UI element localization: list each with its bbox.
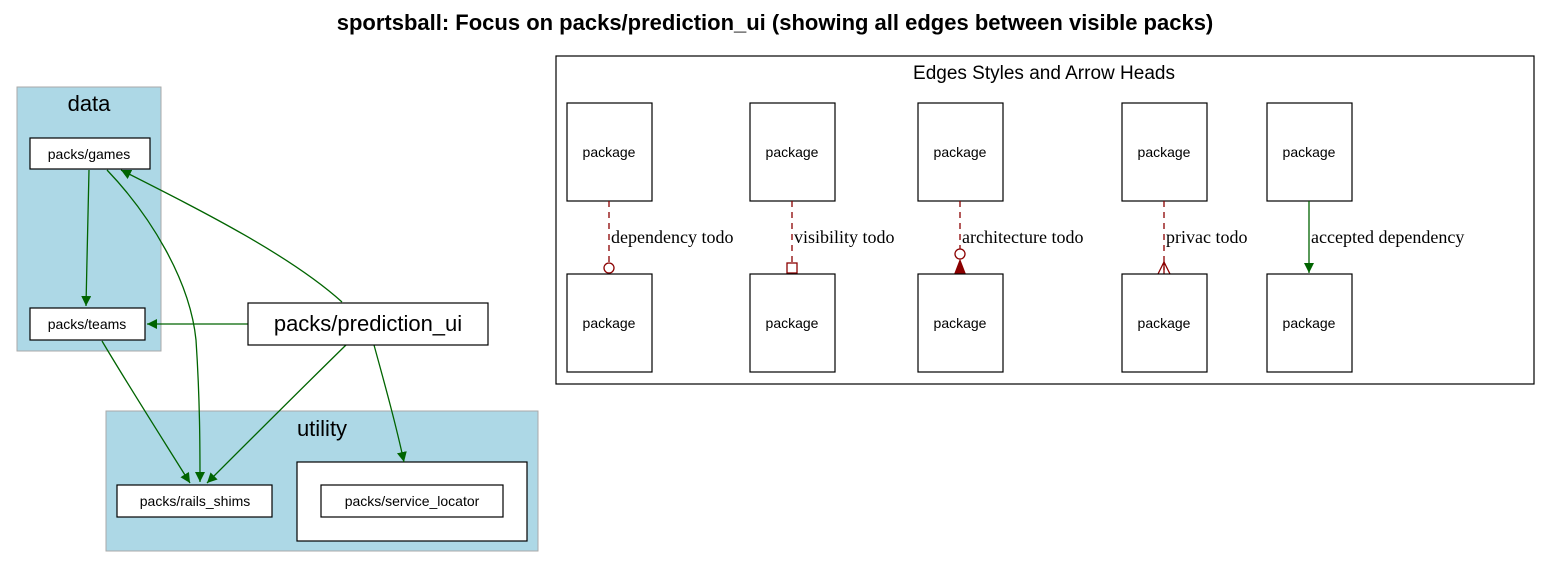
legend-title: Edges Styles and Arrow Heads <box>913 63 1175 84</box>
edge-prediction-ui-to-service-locator <box>373 344 407 463</box>
diagram-title: sportsball: Focus on packs/prediction_ui… <box>337 10 1214 35</box>
legend-node-label: package <box>583 144 636 160</box>
node-packs-rails-shims-label: packs/rails_shims <box>140 493 250 509</box>
cluster-utility: utility <box>105 410 539 552</box>
legend-node-label: package <box>766 315 819 331</box>
legend-node-label: package <box>1138 315 1191 331</box>
crow-arrowhead-icon <box>1157 260 1171 275</box>
legend-item-architecture-todo: package architecture todo package <box>917 102 1083 373</box>
legend-edge-label: dependency todo <box>611 227 733 247</box>
odot-arrowhead-icon <box>603 262 615 274</box>
invodot-arrowhead-circle-icon <box>954 248 966 260</box>
legend-item-visibility-todo: package visibility todo package <box>749 102 895 373</box>
legend-edge-label: architecture todo <box>962 227 1083 247</box>
legend-node-label: package <box>1138 144 1191 160</box>
node-packs-service-locator: packs/service_locator <box>320 484 504 518</box>
cluster-utility-label: utility <box>297 416 347 441</box>
legend-node-label: package <box>766 144 819 160</box>
edge-prediction-ui-to-games <box>120 169 343 303</box>
legend-node-label: package <box>934 144 987 160</box>
node-packs-prediction-ui: packs/prediction_ui <box>247 302 489 346</box>
cluster-data-label: data <box>68 91 112 116</box>
legend-node-label: package <box>1283 315 1336 331</box>
legend-item-dependency-todo: package dependency todo package <box>566 102 733 373</box>
node-packs-teams-label: packs/teams <box>48 316 127 332</box>
legend-node-label: package <box>1283 144 1336 160</box>
node-packs-teams: packs/teams <box>29 307 146 341</box>
legend-item-privac-todo: package privac todo package <box>1121 102 1247 373</box>
node-packs-service-locator-label: packs/service_locator <box>345 493 480 509</box>
edge-games-to-rails-shims <box>106 169 205 483</box>
obox-arrowhead-icon <box>786 262 798 274</box>
invodot-arrowhead-triangle-icon <box>954 258 966 274</box>
edge-games-to-teams <box>81 169 92 307</box>
legend-edge-label: accepted dependency <box>1311 227 1464 247</box>
node-packs-rails-shims: packs/rails_shims <box>116 484 273 518</box>
legend-node-label: package <box>934 315 987 331</box>
graph-edges <box>81 169 407 484</box>
cluster-data: data <box>16 86 162 352</box>
legend-item-accepted-dependency: package accepted dependency package <box>1266 102 1464 373</box>
node-packs-prediction-ui-label: packs/prediction_ui <box>274 311 462 336</box>
legend-edge-label: visibility todo <box>794 227 895 247</box>
legend: Edges Styles and Arrow Heads package dep… <box>555 55 1535 385</box>
node-packs-games-label: packs/games <box>48 146 130 162</box>
node-packs-games: packs/games <box>29 137 151 170</box>
legend-edge-label: privac todo <box>1166 227 1247 247</box>
edge-prediction-ui-to-rails-shims <box>206 344 347 484</box>
edge-teams-to-rails-shims <box>101 340 191 484</box>
legend-node-label: package <box>583 315 636 331</box>
